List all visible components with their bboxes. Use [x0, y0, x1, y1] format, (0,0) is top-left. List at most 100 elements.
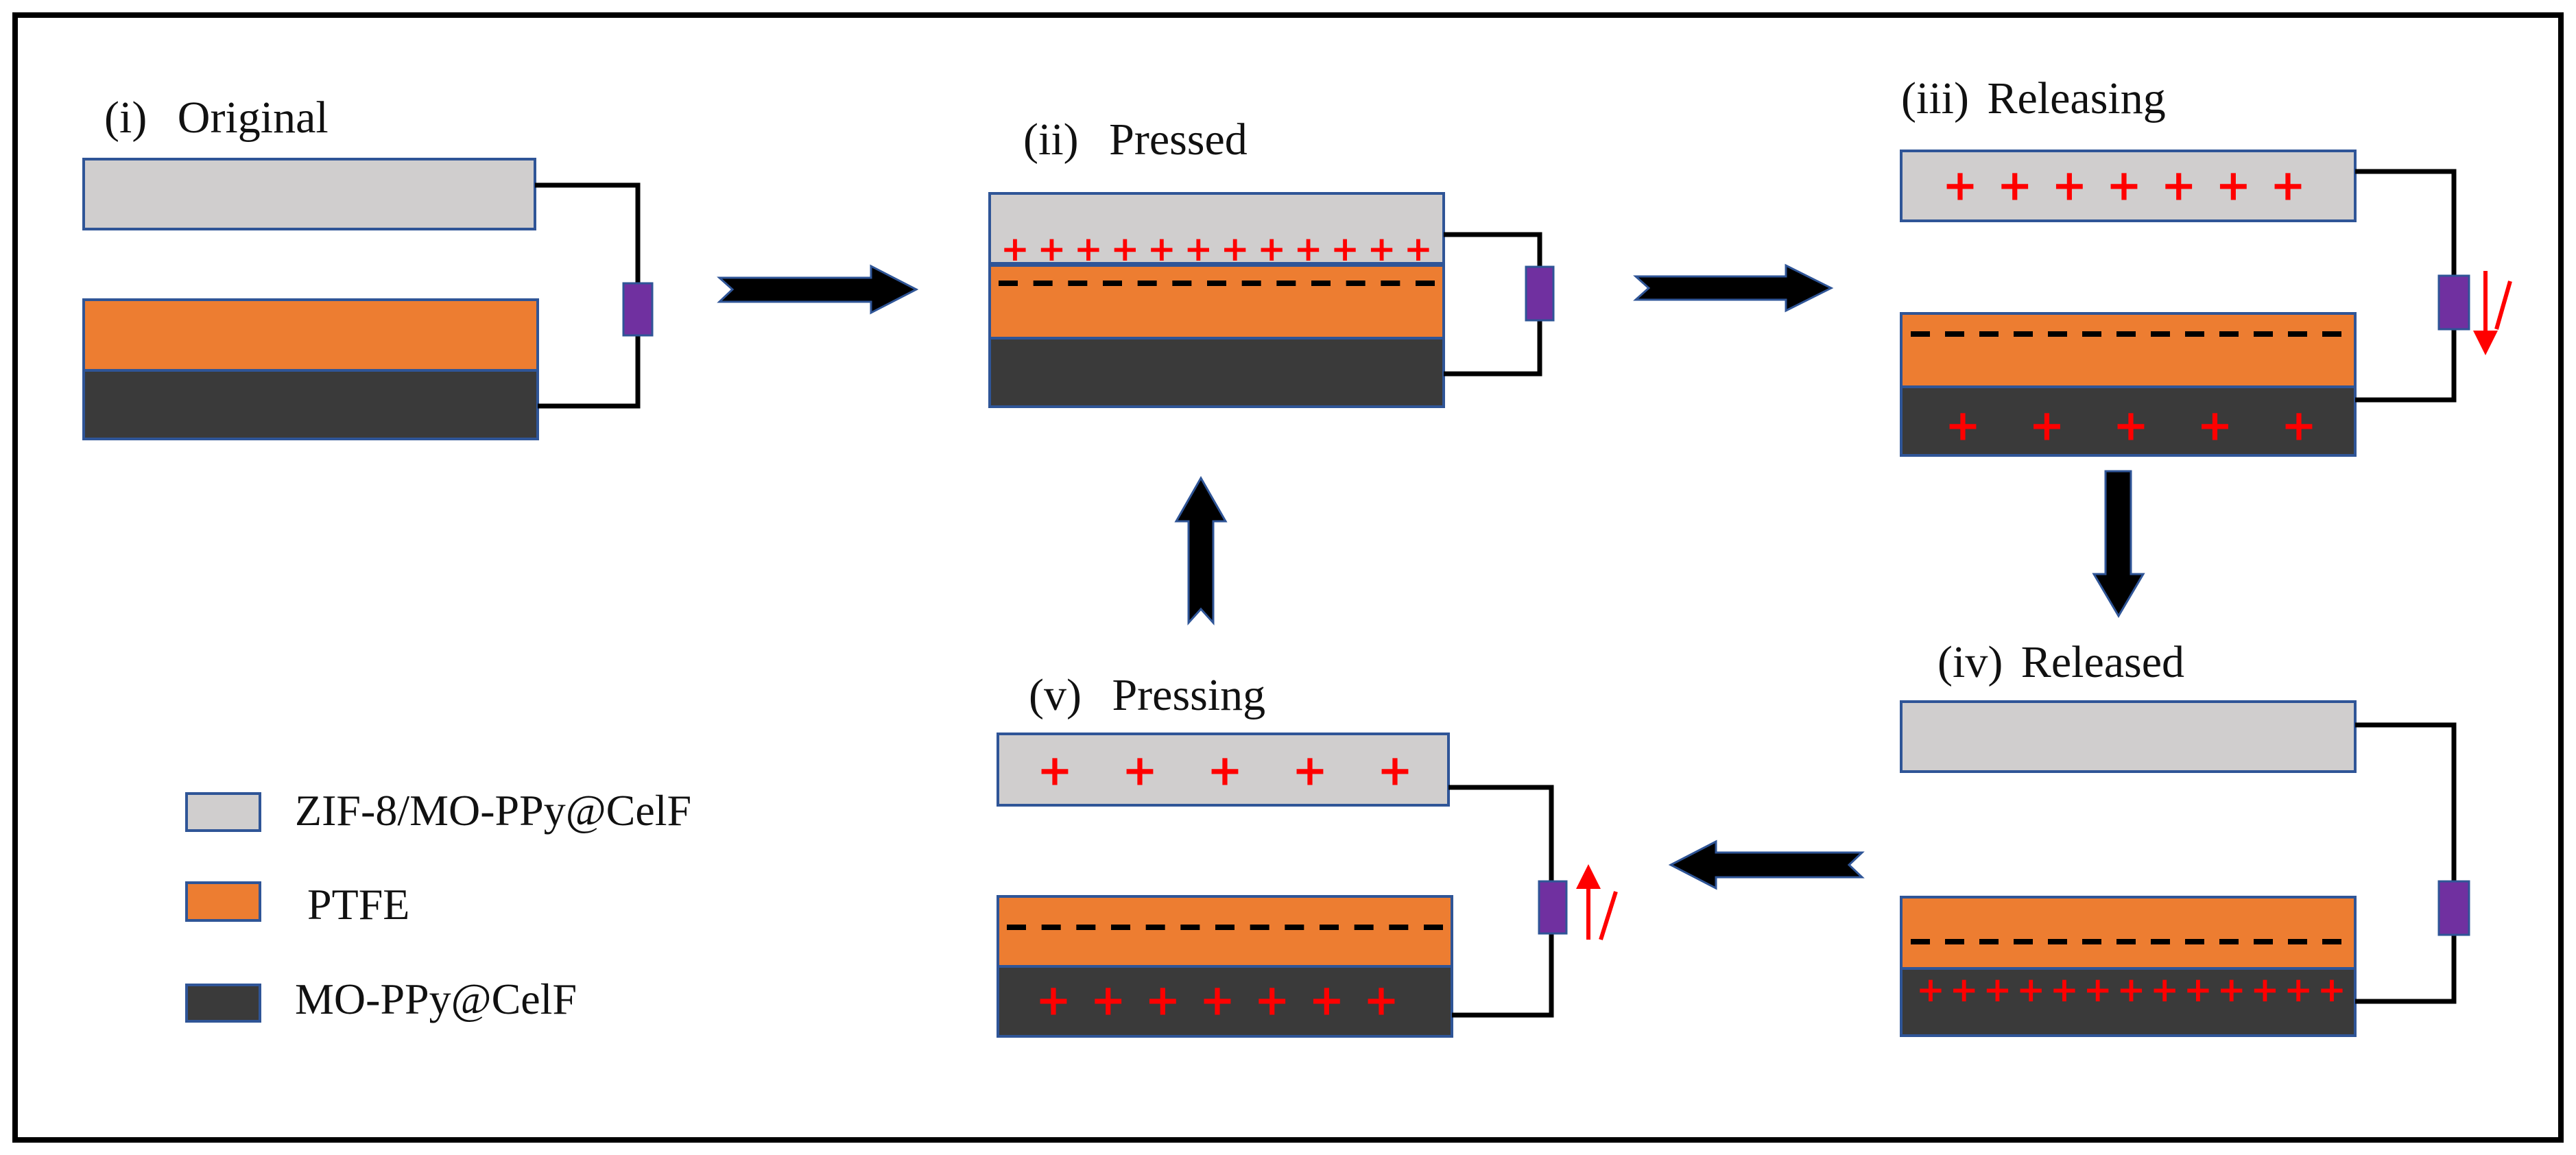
- positive-charge-sign: +: [2051, 160, 2087, 211]
- positive-charge-sign: +: [1090, 975, 1126, 1025]
- layer-ptfe-pressed: [988, 264, 1445, 340]
- positive-charge-sign: +: [1294, 229, 1323, 269]
- negative-charge-sign: [1250, 925, 1269, 930]
- positive-charges-mo-released: +++++++++++++: [1916, 970, 2346, 1010]
- positive-charge-sign: +: [1122, 746, 1158, 796]
- positive-charge-sign: +: [2197, 401, 2233, 451]
- negative-charge-sign: [2254, 939, 2273, 944]
- positive-charge-sign: +: [2317, 970, 2346, 1010]
- positive-charge-sign: +: [2016, 970, 2045, 1010]
- positive-charge-sign: +: [1200, 975, 1235, 1025]
- layer-zif-pressed: [988, 192, 1445, 265]
- positive-charge-sign: +: [1997, 160, 2033, 211]
- positive-charge-sign: +: [1145, 975, 1180, 1025]
- negative-charge-sign: [1416, 281, 1435, 286]
- positive-charges-zif-releasing: +++++++: [1942, 160, 2306, 211]
- block-arrow-icon: [1174, 475, 1228, 626]
- negative-charge-sign: [1103, 281, 1122, 286]
- load-resistor-icon: [2437, 880, 2470, 936]
- positive-charge-sign: +: [1074, 229, 1103, 269]
- stage-original: (i) Original: [82, 93, 654, 440]
- positive-charge-sign: +: [1916, 970, 1945, 1010]
- negative-charge-sign: [1424, 925, 1443, 930]
- negative-charge-sign: [1285, 925, 1304, 930]
- negative-charge-sign: [2048, 331, 2067, 337]
- negative-charge-sign: [1911, 331, 1930, 337]
- layer-zif-original: [82, 158, 536, 230]
- stage-label-pressing: (v) Pressing: [1029, 670, 1265, 720]
- positive-charge-sign: +: [1036, 975, 1071, 1025]
- positive-charge-sign: +: [2113, 401, 2149, 451]
- negative-charge-sign: [1041, 925, 1061, 930]
- negative-charge-sign: [1033, 281, 1053, 286]
- negative-charge-sign: [2116, 331, 2136, 337]
- negative-charge-sign: [1076, 925, 1096, 930]
- negative-charge-sign: [1241, 281, 1261, 286]
- positive-charge-sign: +: [1221, 229, 1250, 269]
- negative-charge-sign: [2082, 939, 2101, 944]
- negative-charge-sign: [1911, 939, 1930, 944]
- negative-charge-sign: [1137, 281, 1157, 286]
- negative-charge-sign: [1111, 925, 1130, 930]
- positive-charge-sign: +: [1147, 229, 1176, 269]
- positive-charge-sign: +: [2215, 160, 2251, 211]
- legend-label-zif: ZIF-8/MO-PPy@CelF: [295, 786, 691, 835]
- positive-charge-sign: +: [2184, 970, 2213, 1010]
- load-resistor-icon: [622, 282, 654, 337]
- positive-charge-sign: +: [2270, 160, 2306, 211]
- negative-charge-sign: [2014, 939, 2033, 944]
- legend-swatch-mo: [185, 984, 261, 1023]
- block-arrow-icon: [717, 264, 919, 315]
- layer-ptfe-original: [82, 298, 539, 372]
- positive-charge-sign: +: [2281, 401, 2317, 451]
- stage-pressed: (ii) Pressed ++++++++++++: [988, 115, 1555, 408]
- negative-charge-sign: [1172, 281, 1192, 286]
- negative-charge-sign: [2185, 331, 2204, 337]
- stage-name-releasing: Releasing: [1987, 73, 2165, 123]
- stage-label-original: (i) Original: [104, 93, 329, 143]
- negative-charge-sign: [1276, 281, 1296, 286]
- negative-charge-sign: [2151, 331, 2170, 337]
- block-arrow-icon: [1668, 840, 1865, 890]
- block-arrow-icon: [2092, 470, 2145, 618]
- stage-label-released: (iv) Released: [1937, 637, 2184, 687]
- load-resistor-icon: [1538, 880, 1568, 935]
- negative-charge-sign: [2288, 331, 2307, 337]
- positive-charge-sign: +: [2029, 401, 2065, 451]
- negative-charge-sign: [1945, 939, 1964, 944]
- positive-charge-sign: +: [1945, 401, 1981, 451]
- negative-charges-ptfe-released: [1911, 939, 2341, 944]
- positive-charge-sign: +: [1254, 975, 1290, 1025]
- positive-charges-mo-pressing: +++++++: [1036, 975, 1399, 1025]
- positive-charge-sign: +: [1110, 229, 1139, 269]
- current-slash: [1599, 891, 1618, 940]
- positive-charge-sign: +: [2251, 970, 2280, 1010]
- positive-charge-sign: +: [1038, 229, 1066, 269]
- positive-charge-sign: +: [1037, 746, 1073, 796]
- positive-charge-sign: +: [2106, 160, 2142, 211]
- negative-charge-sign: [1311, 281, 1331, 286]
- stage-releasing: (iii) Releasing +++++++ +++++: [1900, 73, 2512, 457]
- negative-charge-sign: [1354, 925, 1374, 930]
- layer-ptfe-released: [1900, 896, 2357, 970]
- positive-charge-sign: +: [2050, 970, 2079, 1010]
- load-resistor-icon: [1525, 265, 1555, 322]
- negative-charge-sign: [1389, 925, 1409, 930]
- positive-charge-sign: +: [2161, 160, 2197, 211]
- layer-mo-pressing: [997, 965, 1453, 1038]
- positive-charge-sign: +: [2117, 970, 2146, 1010]
- stage-label-releasing: (iii) Releasing: [1901, 73, 2166, 123]
- negative-charge-sign: [1320, 925, 1339, 930]
- stage-name-pressed: Pressed: [1109, 115, 1248, 165]
- stage-numeral-releasing: (iii): [1901, 73, 1969, 123]
- layer-mo-pressed: [988, 337, 1445, 408]
- stage-released: (iv) Released +++++++++++++: [1900, 637, 2470, 1037]
- layer-zif-pressing: [997, 733, 1450, 807]
- negative-charge-sign: [2082, 331, 2101, 337]
- negative-charge-sign: [1381, 281, 1400, 286]
- negative-charge-sign: [1180, 925, 1200, 930]
- stage-label-pressed: (ii) Pressed: [1023, 115, 1248, 165]
- legend-swatch-zif: [185, 792, 261, 832]
- negative-charges-ptfe-releasing: [1911, 331, 2341, 337]
